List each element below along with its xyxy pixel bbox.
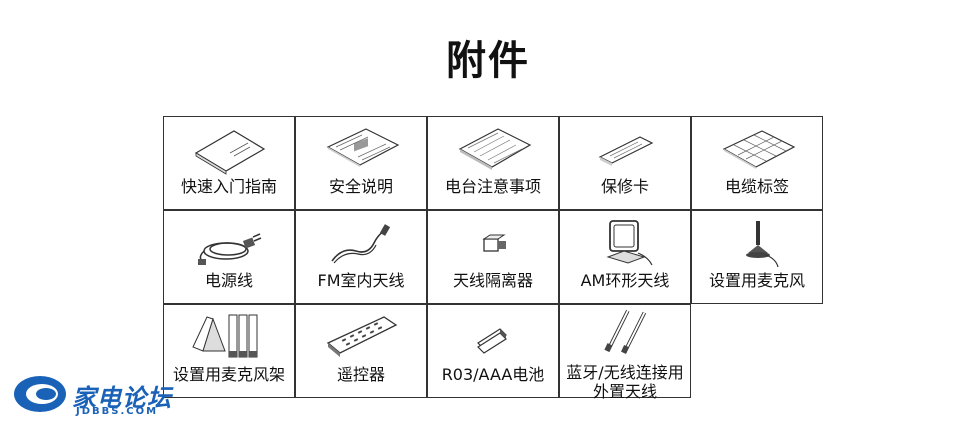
accessory-label: 电台注意事项 <box>444 177 541 196</box>
accessory-remote-control: 遥控器 <box>295 304 427 398</box>
accessories-grid: 快速入门指南 安全说明 电台注意事项 <box>163 116 826 401</box>
accessory-microphone-stand: 设置用麦克风架 <box>163 304 295 398</box>
watermark-brand: 家电论坛 <box>72 384 172 412</box>
accessory-quick-start-guide: 快速入门指南 <box>163 116 295 210</box>
accessory-radio-notes: 电台注意事项 <box>427 116 559 210</box>
watermark: 家电论坛 JDBBS.COM <box>12 372 202 418</box>
fm-antenna-icon <box>331 224 391 264</box>
accessory-label: R03/AAA电池 <box>441 365 545 384</box>
document-sheet-icon <box>326 128 400 167</box>
warranty-card-icon <box>598 136 654 166</box>
accessory-label: 天线隔离器 <box>452 271 533 290</box>
watermark-site: JDBBS.COM <box>76 406 159 417</box>
accessory-warranty-card: 保修卡 <box>559 116 691 210</box>
booklet-icon <box>194 130 266 175</box>
external-antenna-icon <box>604 309 647 354</box>
accessory-cable-labels: 电缆标签 <box>691 116 823 210</box>
accessory-am-loop-antenna: AM环形天线 <box>559 210 691 304</box>
remote-control-icon <box>326 316 398 357</box>
accessory-antenna-isolator: 天线隔离器 <box>427 210 559 304</box>
accessory-label: 快速入门指南 <box>180 177 277 196</box>
accessory-external-antenna: 蓝牙/无线连接用外置天线 <box>559 304 691 401</box>
accessory-label: 电源线 <box>204 271 253 290</box>
accessory-label: AM环形天线 <box>580 271 670 290</box>
accessory-label: 安全说明 <box>328 177 393 196</box>
cable-label-sheet-icon <box>722 130 796 169</box>
antenna-isolator-icon <box>482 234 506 252</box>
accessory-label: 电缆标签 <box>724 177 789 196</box>
setup-microphone-icon <box>746 221 779 268</box>
accessory-safety-instructions: 安全说明 <box>295 116 427 210</box>
accessory-power-cord: 电源线 <box>163 210 295 304</box>
aaa-battery-icon <box>477 328 507 354</box>
accessory-label: 设置用麦克风架 <box>172 365 285 384</box>
accessory-label: 遥控器 <box>336 365 385 384</box>
microphone-stand-icon <box>192 314 258 358</box>
am-loop-antenna-icon <box>606 220 653 266</box>
accessory-label: 蓝牙/无线连接用外置天线 <box>566 363 684 401</box>
forum-logo-icon <box>14 376 66 412</box>
accessory-setup-microphone: 设置用麦克风 <box>691 210 823 304</box>
page-title: 附件 <box>446 38 530 84</box>
accessory-label: 设置用麦克风 <box>708 271 805 290</box>
document-pages-icon <box>458 128 532 170</box>
accessory-fm-indoor-antenna: FM室内天线 <box>295 210 427 304</box>
accessory-label: FM室内天线 <box>317 271 405 290</box>
power-cord-icon <box>198 233 262 265</box>
accessory-label: 保修卡 <box>600 177 649 196</box>
accessory-aaa-batteries: R03/AAA电池 <box>427 304 559 398</box>
